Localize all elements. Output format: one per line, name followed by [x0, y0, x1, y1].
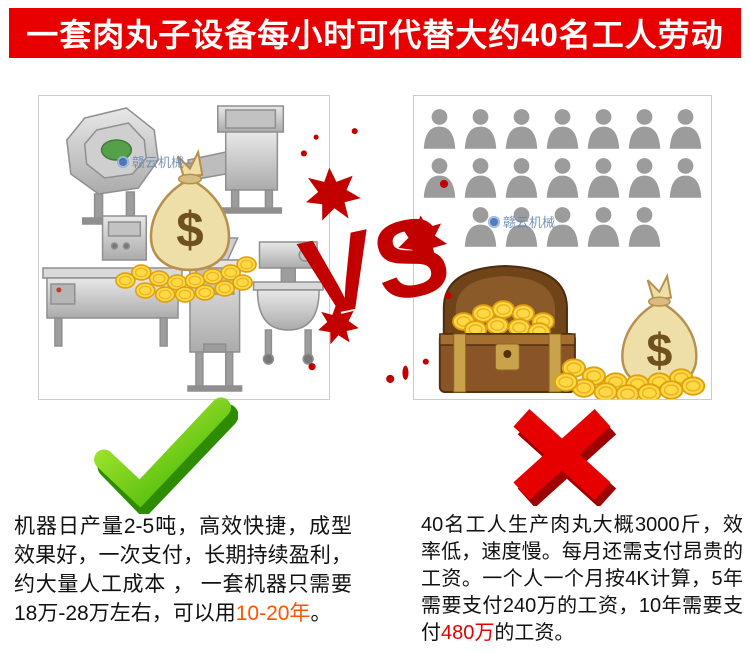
treasure-chest-icon: [438, 264, 576, 393]
machine-description-highlight: 10-20年: [235, 602, 311, 625]
workers-description-highlight: 480万: [441, 622, 495, 644]
machine-description-tail: 。: [310, 602, 332, 625]
machine-description: 机器日产量2-5吨，高效快捷，成型效果好，一次支付，长期持续盈利，约大量人工成本…: [14, 512, 352, 628]
brand-logo-icon: [117, 155, 129, 168]
vs-text: VS: [293, 192, 457, 342]
workers-panel: 赣云机械: [413, 95, 712, 400]
banner: 一套肉丸子设备每小时可代替大约40名工人劳动: [9, 8, 741, 58]
brand-watermark-text: 赣云机械: [503, 215, 556, 230]
vs-graphic: VS: [291, 128, 460, 383]
wealth-illustration: [438, 264, 706, 399]
cooking-line-icon: [42, 267, 183, 347]
brand-watermark: 赣云机械: [117, 152, 184, 171]
vs-badge: VS: [291, 123, 460, 387]
workers-description: 40名工人生产肉丸大概3000斤，效率低，速度慢。每月还需支付昂贵的工资。一个人…: [421, 512, 743, 647]
check-mark-icon: [88, 396, 238, 514]
machines-illustration: [42, 105, 324, 392]
workers-description-tail: 的工资。: [494, 622, 575, 644]
stirring-mixer-icon: [252, 241, 324, 365]
cross-mark-icon: [498, 402, 626, 506]
brand-watermark-text: 赣云机械: [132, 155, 185, 170]
machine-description-text: 机器日产量2-5吨，高效快捷，成型效果好，一次支付，长期持续盈利，约大量人工成本…: [14, 515, 352, 625]
machines-panel: 赣云机械: [38, 95, 330, 400]
control-cabinet-icon: [101, 215, 148, 261]
splatter-icon: [300, 128, 452, 383]
brand-logo-icon: [488, 215, 500, 228]
brand-watermark: 赣云机械: [488, 212, 555, 231]
banner-title: 一套肉丸子设备每小时可代替大约40名工人劳动: [26, 17, 724, 53]
workers-description-text: 40名工人生产肉丸大概3000斤，效率低，速度慢。每月还需支付昂贵的工资。一个人…: [421, 514, 743, 644]
